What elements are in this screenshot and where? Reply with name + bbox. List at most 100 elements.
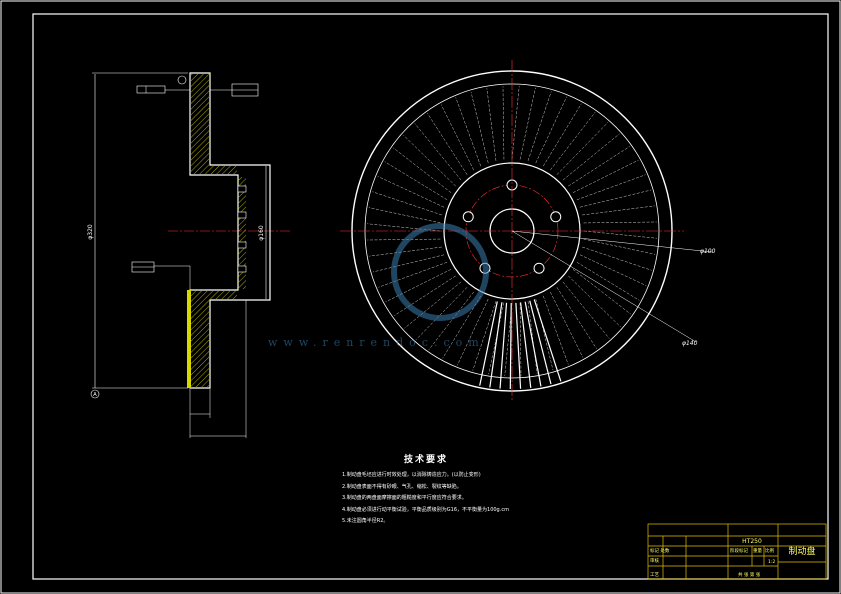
lower-hatch bbox=[191, 291, 237, 387]
cooling-rib bbox=[519, 87, 536, 160]
cooling-rib bbox=[455, 97, 481, 167]
cooling-rib bbox=[470, 91, 489, 164]
cooling-rib bbox=[504, 302, 513, 376]
cooling-rib bbox=[543, 103, 582, 167]
cooling-rib bbox=[572, 269, 631, 315]
cooling-rib bbox=[384, 161, 448, 200]
cooling-rib bbox=[527, 91, 552, 161]
cooling-rib bbox=[393, 147, 452, 193]
cooling-rib bbox=[377, 176, 445, 208]
solid-rib bbox=[499, 302, 508, 389]
datum-marker-top bbox=[177, 75, 187, 85]
front-view: φ100 φ140 bbox=[340, 60, 716, 402]
requirement-item: 4.制动盘必须进行动平衡试验，平衡品质级别为G16，不平衡量为100g.cm bbox=[342, 506, 509, 513]
lower-flange-yellow bbox=[187, 290, 191, 388]
cooling-rib bbox=[583, 238, 656, 255]
tol-leader-mid bbox=[154, 265, 191, 290]
cooling-rib bbox=[535, 298, 554, 371]
datum-label: A bbox=[93, 392, 97, 398]
cooling-rib bbox=[394, 275, 456, 316]
cooling-rib bbox=[372, 254, 445, 273]
drawing-title: 制动盘 bbox=[788, 545, 815, 557]
cooling-rib bbox=[579, 254, 647, 286]
cooling-rib bbox=[428, 291, 474, 350]
upper-hatch bbox=[191, 74, 237, 174]
leader-bore bbox=[511, 230, 697, 343]
hub-slot bbox=[237, 211, 247, 219]
cooling-rib bbox=[378, 262, 448, 288]
leader-bolt-circle bbox=[511, 230, 713, 253]
overall-height-label: φ320 bbox=[87, 224, 94, 240]
cooling-rib bbox=[576, 174, 646, 200]
hub-slot bbox=[237, 265, 247, 273]
title-block bbox=[647, 523, 827, 580]
cooling-rib bbox=[442, 295, 481, 359]
weight-label: 重量 bbox=[753, 547, 762, 554]
cooling-rib bbox=[535, 96, 567, 164]
cooling-rib bbox=[556, 122, 609, 175]
bolt-hole bbox=[550, 211, 562, 223]
cooling-rib bbox=[562, 281, 610, 339]
requirement-item: 1.制动盘毛坯应进行时效处理，以消除铸造应力。(以防止变形) bbox=[342, 472, 481, 478]
solid-rib bbox=[515, 302, 522, 389]
cooling-rib bbox=[403, 134, 456, 187]
cooling-rib bbox=[457, 298, 489, 366]
requirement-item: 5.未注圆角半径R2。 bbox=[342, 518, 389, 524]
solid-rib bbox=[529, 300, 552, 385]
cooling-rib bbox=[372, 191, 442, 216]
cooling-rib bbox=[579, 189, 652, 208]
cooling-rib bbox=[543, 295, 569, 365]
bolt-circle-label: φ100 bbox=[700, 248, 716, 255]
cooling-rib bbox=[568, 275, 621, 328]
cooling-ribs bbox=[367, 86, 657, 389]
technical-requirements-title: 技术要求 bbox=[404, 455, 449, 465]
cooling-rib bbox=[582, 205, 655, 216]
upper-flange-outline bbox=[189, 72, 271, 389]
stage-label: 阶段标记 bbox=[730, 547, 748, 554]
designer-label: 标记 处数 bbox=[650, 547, 670, 554]
cooling-rib bbox=[440, 104, 474, 171]
cooling-rib bbox=[583, 230, 657, 239]
cooling-rib bbox=[486, 88, 497, 161]
center-bore-label: φ140 bbox=[682, 340, 698, 347]
process-label: 工艺 bbox=[650, 572, 659, 578]
material-label: HT250 bbox=[742, 538, 762, 545]
cooling-rib bbox=[369, 246, 442, 257]
cooling-rib bbox=[556, 287, 597, 349]
hub-slot bbox=[237, 241, 247, 249]
cooling-rib bbox=[583, 221, 657, 224]
cooling-rib bbox=[367, 223, 441, 232]
requirement-item: 2.制动盘表面不得有砂眼、气孔、缩松、裂纹等缺陷。 bbox=[342, 483, 462, 490]
cooling-rib bbox=[502, 86, 505, 160]
solid-rib bbox=[519, 302, 532, 388]
cooling-rib bbox=[562, 133, 620, 181]
cooling-rib bbox=[572, 159, 639, 193]
requirement-item: 3.制动盘的两盘面摩擦面的粗糙度和平行度应符合要求。 bbox=[342, 495, 467, 501]
watermark-text: www.renrendoc.com bbox=[268, 336, 485, 349]
bolt-hole bbox=[462, 211, 474, 223]
solid-rib bbox=[524, 301, 542, 387]
solid-rib bbox=[489, 302, 503, 388]
cooling-rib bbox=[582, 246, 652, 271]
cooling-rib bbox=[576, 262, 640, 301]
bolt-hole bbox=[533, 262, 545, 274]
scale-value: 1:2 bbox=[768, 559, 775, 565]
hub-wall-hatch bbox=[238, 177, 246, 289]
cooling-rib bbox=[404, 281, 462, 329]
sheet-label: 共 张 第 张 bbox=[738, 571, 761, 578]
cooling-rib bbox=[472, 301, 497, 371]
tolerance-frame-left bbox=[136, 85, 166, 94]
cooling-rib bbox=[527, 301, 538, 374]
cooling-rib bbox=[414, 123, 462, 181]
hub-diameter-label: φ160 bbox=[258, 225, 265, 241]
cooling-rib bbox=[415, 287, 468, 340]
cooling-rib bbox=[568, 146, 630, 187]
scale-label: 比例 bbox=[765, 547, 774, 554]
watermark: www.renrendoc.com bbox=[268, 223, 489, 349]
datum-marker-bottom bbox=[90, 389, 100, 399]
check-label: 审核 bbox=[650, 557, 659, 564]
inner-border bbox=[32, 13, 829, 580]
section-view: φ320 φ160 A bbox=[87, 72, 290, 438]
